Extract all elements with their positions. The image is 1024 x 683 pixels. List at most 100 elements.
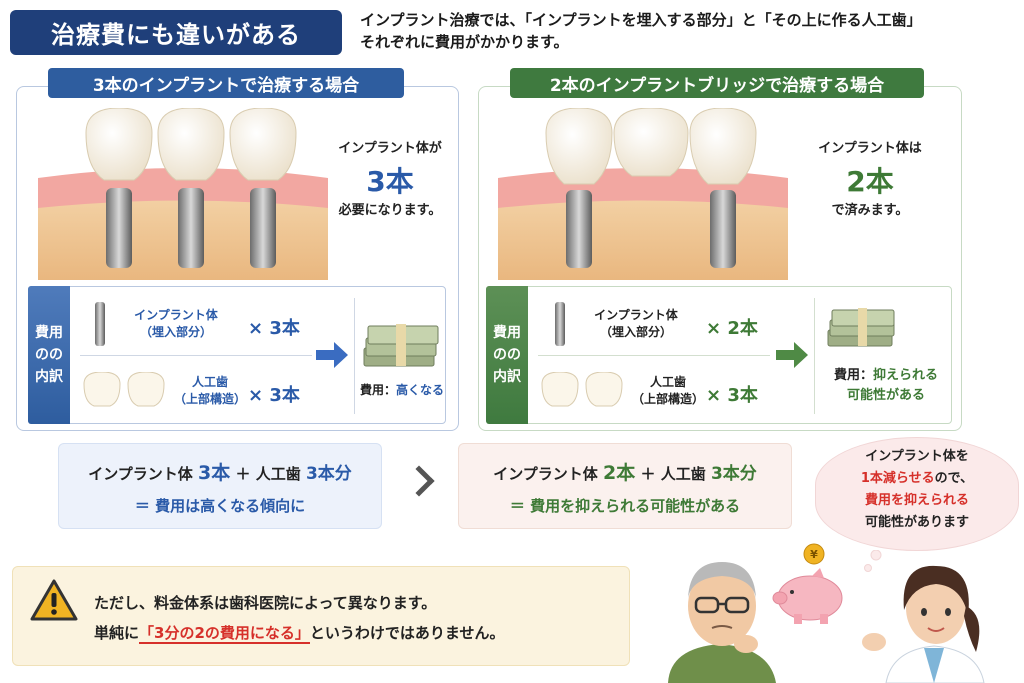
right-summary-line-2: ＝ 費用を抑えられる可能性がある	[509, 497, 741, 515]
right-item1-name: インプラント体	[594, 308, 678, 322]
left-summary-line-1: インプラント体 3本 ＋ 人工歯 3本分	[59, 458, 381, 485]
chevron-right-icon	[403, 465, 435, 497]
svg-text:¥: ¥	[810, 548, 818, 561]
right-count-number: 2本	[846, 165, 894, 198]
disclaimer-line-1: ただし、料金体系は歯科医院によって異なります。	[94, 594, 437, 612]
right-count-bottom: で済みます。	[831, 203, 909, 218]
right-breakdown-tab: 費用 のの 内訳	[486, 286, 528, 424]
left-item2-qty: × 3本	[248, 385, 300, 406]
warning-icon	[30, 579, 78, 621]
elderly-patient-illustration	[668, 562, 776, 683]
left-cost-result: 費用：高くなる	[356, 382, 448, 399]
right-item1-label: インプラント体 （埋入部分）	[580, 307, 692, 341]
speech-bubble	[816, 438, 1018, 550]
bubble-line-2-rest: ので、	[934, 471, 974, 486]
bridge-crowns	[545, 108, 757, 185]
bubble-line-3: 費用を抑えられる	[864, 493, 969, 508]
disclaimer-line-2-start: 単純に	[94, 624, 140, 642]
right-summary-crown-count: 3本分	[710, 464, 757, 484]
implant-screw-icon	[95, 302, 105, 346]
arrow-right-icon	[776, 342, 808, 368]
money-stack-icon	[827, 308, 895, 347]
right-cost-label: 費用：	[833, 368, 873, 383]
disclaimer-line-2-highlight: 「3分の2の費用になる」	[139, 624, 310, 644]
left-item2-sub: （上部構造）	[174, 392, 247, 406]
right-summary-implant-count: 2本	[602, 462, 636, 484]
right-item2-label: 人工歯 （上部構造）	[632, 374, 704, 408]
left-summary-crown-count: 3本分	[305, 464, 352, 484]
left-summary-line-2: ＝ 費用は高くなる傾向に	[134, 497, 306, 515]
left-item2-label: 人工歯 （上部構造）	[174, 374, 246, 408]
left-cost-value: 高くなる	[396, 383, 445, 397]
piggy-bank-icon: ¥	[772, 543, 843, 624]
bone-layer	[498, 193, 788, 280]
implant-3	[229, 108, 297, 268]
page-title: 治療費にも違いがある	[10, 10, 342, 55]
left-panel-heading: 3本のインプラントで治療する場合	[48, 68, 404, 98]
arrow-right-icon	[316, 342, 348, 368]
implant-screw-icon	[555, 302, 565, 346]
left-tab-line-1: 費用	[35, 325, 63, 341]
left-item1-name: インプラント体	[134, 308, 218, 322]
intro-line-2: それぞれに費用がかかります。	[360, 33, 569, 51]
left-tab-line-3: 内訳	[35, 369, 63, 385]
bridge-implant-2	[710, 190, 736, 268]
left-count-bottom: 必要になります。	[338, 203, 442, 218]
disclaimer-box	[12, 566, 630, 666]
right-tab-line-1: 費用	[493, 325, 521, 341]
left-summary-implant-count: 3本	[197, 462, 231, 484]
crown-icon	[541, 372, 623, 407]
intro-text: インプラント治療では、「インプラントを埋入する部分」と「その上に作る人工歯」 そ…	[360, 9, 1010, 53]
money-stack-icon	[363, 324, 439, 367]
implant-1	[85, 108, 153, 268]
left-breakdown-tab: 費用 のの 内訳	[28, 286, 70, 424]
left-item1-sub: （埋入部分）	[139, 325, 212, 339]
right-panel-heading: 2本のインプラントブリッジで治療する場合	[510, 68, 924, 98]
right-item1-sub: （埋入部分）	[599, 325, 672, 339]
intro-line-1: インプラント治療では、「インプラントを埋入する部分」と「その上に作る人工歯」	[360, 11, 922, 29]
implant-bridge-illustration	[498, 108, 788, 280]
three-implants-illustration	[38, 108, 328, 280]
left-breakdown-vdivider	[354, 298, 355, 414]
right-summary-line-1: インプラント体 2本 ＋ 人工歯 3本分	[459, 458, 791, 485]
disclaimer-text: ただし、料金体系は歯科医院によって異なります。 単純に「3分の2の費用になる」と…	[94, 588, 624, 648]
left-item2-name: 人工歯	[191, 375, 228, 389]
implant-2	[157, 108, 225, 268]
left-summary-crown: 人工歯	[255, 465, 301, 483]
left-cost-label: 費用：	[359, 383, 396, 397]
right-count-top: インプラント体は	[818, 141, 922, 156]
right-item2-name: 人工歯	[649, 375, 686, 389]
right-item2-qty: × 3本	[706, 385, 758, 406]
right-cost-result: 費用：抑えられる 可能性がある	[818, 366, 954, 406]
bubble-line-1: インプラント体を	[865, 449, 969, 464]
right-summary-implant: インプラント体	[493, 465, 598, 483]
disclaimer-line-2-end: というわけではありません。	[309, 624, 505, 642]
speech-bubble-text: インプラント体を 1本減らせるので、 費用を抑えられる 可能性があります	[826, 446, 1008, 534]
left-item1-qty: × 3本	[248, 318, 300, 339]
dentist-illustration	[862, 565, 985, 683]
bubble-line-2-highlight: 1本減らせる	[860, 471, 935, 486]
right-summary-plus: ＋	[640, 465, 656, 483]
bubble-tail-dots	[864, 550, 882, 572]
left-tab-line-2: のの	[35, 347, 63, 363]
right-summary-crown: 人工歯	[660, 465, 706, 483]
left-breakdown-divider	[80, 355, 312, 356]
right-cost-value-1: 抑えられる	[873, 368, 939, 383]
right-item2-sub: （上部構造）	[632, 392, 705, 406]
left-summary-box: インプラント体 3本 ＋ 人工歯 3本分 ＝ 費用は高くなる傾向に	[58, 443, 382, 529]
right-summary-box: インプラント体 2本 ＋ 人工歯 3本分 ＝ 費用を抑えられる可能性がある	[458, 443, 792, 529]
left-count-number: 3本	[366, 165, 414, 198]
right-tab-line-2: のの	[493, 347, 521, 363]
left-count-top: インプラント体が	[338, 141, 442, 156]
bubble-line-4: 可能性があります	[864, 515, 969, 530]
right-breakdown-vdivider	[814, 298, 815, 414]
right-breakdown-divider	[538, 355, 770, 356]
right-item1-qty: × 2本	[706, 318, 758, 339]
right-cost-value-2: 可能性がある	[846, 388, 925, 403]
crown-icon	[83, 372, 165, 407]
left-item1-label: インプラント体 （埋入部分）	[120, 307, 232, 341]
left-summary-implant: インプラント体	[88, 465, 193, 483]
left-summary-plus: ＋	[235, 465, 251, 483]
bridge-implant-1	[566, 190, 592, 268]
right-tab-line-3: 内訳	[493, 369, 521, 385]
